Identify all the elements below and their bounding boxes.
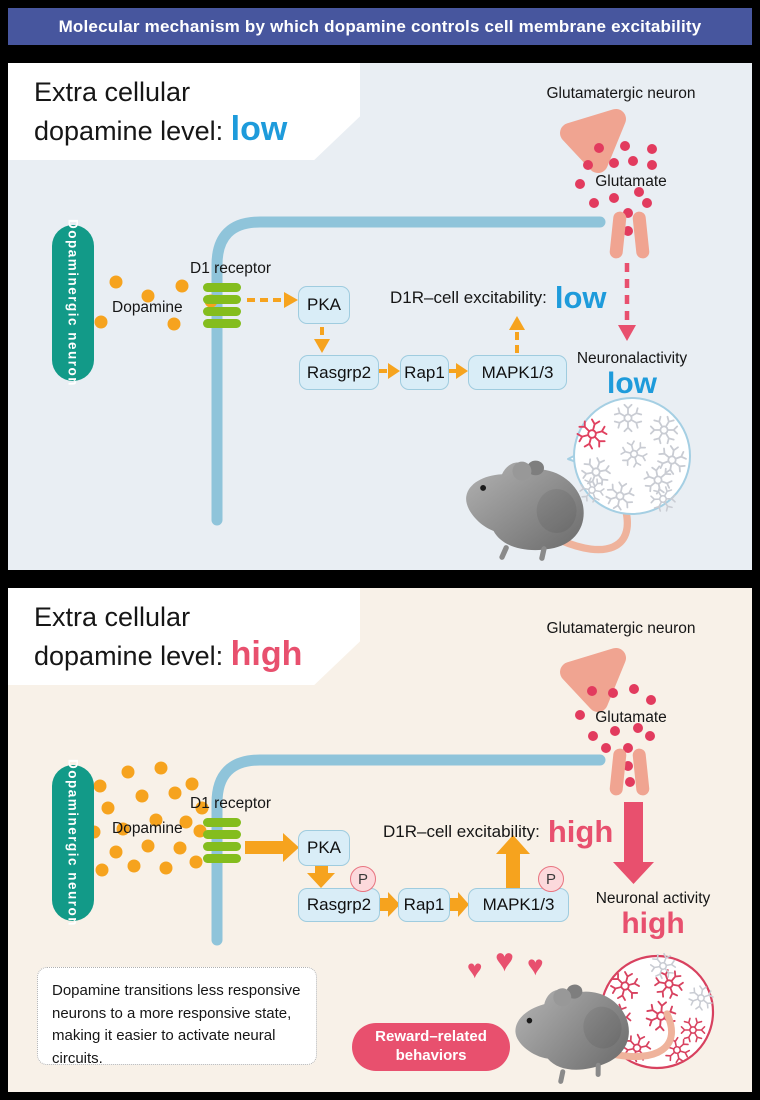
neuronal-activity-status: Neuronal activity high <box>595 890 711 940</box>
level-value: low <box>230 109 288 148</box>
panel-dopamine-low: Extra cellular dopamine level: low Gluta… <box>8 63 752 570</box>
neuronal-activity-status: Neuronalactivity low <box>576 350 688 400</box>
glutamate-label: Glutamate <box>595 709 667 726</box>
glutamatergic-neuron-shape <box>560 648 626 712</box>
dopamine-dots <box>87 761 209 877</box>
glutamatergic-neuron-label: Glutamatergic neuron <box>546 85 696 102</box>
dopaminergic-neuron: Dopaminergic neuron <box>52 759 94 927</box>
d1-receptor-bar <box>203 830 241 839</box>
neuron-activity-bubble-low <box>567 397 691 516</box>
d1-receptor-bar <box>203 842 241 851</box>
excitability-status: D1R–cell excitability: low <box>390 280 607 315</box>
d1-receptor-bar <box>203 307 241 316</box>
low-panel-illustration <box>94 109 691 570</box>
neuronal-activity-arrow-high <box>613 802 654 884</box>
high-panel-illustration <box>87 648 716 1092</box>
glutamate-dots <box>575 684 656 787</box>
pka-box: PKA <box>298 830 350 866</box>
title-line1: Extra cellular <box>34 602 191 632</box>
d1-receptor-bar <box>203 295 241 304</box>
glutamate-receptor-channel <box>609 211 650 259</box>
panel-high-title: Extra cellular dopamine level: high <box>8 588 360 685</box>
membrane-line <box>211 216 606 526</box>
excitability-status: D1R–cell excitability: high <box>383 814 614 849</box>
rasgrp2-box: Rasgrp2 <box>298 888 380 922</box>
d1-receptor-label: D1 receptor <box>190 795 271 812</box>
panel-low-title: Extra cellular dopamine level: low <box>8 63 360 160</box>
glutamate-receptor-channel <box>609 748 650 796</box>
heart-icon: ♥ <box>495 942 514 978</box>
heart-icon: ♥ <box>467 954 483 984</box>
neuronal-activity-arrow-low <box>618 263 636 341</box>
signal-arrows-dashed <box>247 298 519 373</box>
rasgrp2-box: Rasgrp2 <box>299 355 379 390</box>
title-line2: dopamine level: high <box>34 634 303 673</box>
d1-receptor-bar <box>203 283 241 292</box>
page-title: Molecular mechanism by which dopamine co… <box>8 8 752 45</box>
glutamate-label: Glutamate <box>595 173 667 190</box>
glutamate-dots <box>575 141 657 236</box>
reward-related-behaviors-badge: Reward–related behaviors <box>352 1023 510 1071</box>
level-value: high <box>230 634 303 673</box>
pka-box: PKA <box>298 286 350 324</box>
rap1-box: Rap1 <box>400 355 449 390</box>
signal-arrowheads <box>284 292 525 379</box>
signal-arrows-solid <box>245 833 530 917</box>
dopamine-label: Dopamine <box>112 299 183 316</box>
title-line2: dopamine level: low <box>34 109 288 148</box>
glutamatergic-neuron-label: Glutamatergic neuron <box>546 620 696 637</box>
membrane-line <box>211 754 606 946</box>
d1-receptor-bar <box>203 319 241 328</box>
phosphorylation-badge: P <box>538 866 564 892</box>
heart-icon: ♥ <box>527 950 544 981</box>
title-line1: Extra cellular <box>34 77 191 107</box>
d1-receptor-bar <box>203 854 241 863</box>
explanation-note: Dopamine transitions less responsive neu… <box>37 967 317 1067</box>
phosphorylation-badge: P <box>350 866 376 892</box>
mapk-box: MAPK1/3 <box>468 355 567 390</box>
excitability-value: high <box>547 814 614 849</box>
d1-receptor-bar <box>203 818 241 827</box>
excitability-value: low <box>554 280 607 315</box>
panel-dopamine-high: Extra cellular dopamine level: high Glut… <box>8 588 752 1092</box>
dopaminergic-neuron: Dopaminergic neuron <box>52 219 94 387</box>
dopamine-label: Dopamine <box>112 820 183 837</box>
glutamatergic-neuron-shape <box>560 109 626 173</box>
rap1-box: Rap1 <box>398 888 450 922</box>
d1-receptor-label: D1 receptor <box>190 260 271 277</box>
mapk-box: MAPK1/3 <box>468 888 569 922</box>
